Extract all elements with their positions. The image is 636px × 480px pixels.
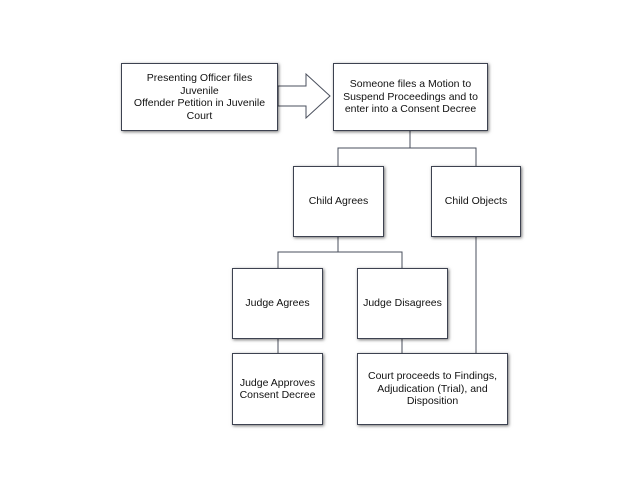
petition-text: Presenting Officer files Juvenile Offend… xyxy=(133,72,266,122)
connector-child-agrees-to-judge-disagrees xyxy=(338,251,403,268)
child-agrees-box: Child Agrees xyxy=(293,166,384,237)
judge-approves-text: Judge Approves Consent Decree xyxy=(239,376,316,402)
court-proceeds-text: Court proceeds to Findings, Adjudication… xyxy=(368,370,497,408)
child-objects-text: Child Objects xyxy=(444,195,508,208)
motion-box: Someone files a Motion to Suspend Procee… xyxy=(333,63,488,131)
child-objects-box: Child Objects xyxy=(431,166,521,237)
block-arrow xyxy=(277,72,331,120)
connector-motion-to-child-objects xyxy=(410,147,477,166)
connector-child-agrees-to-judge-agrees xyxy=(277,237,339,268)
judge-agrees-text: Judge Agrees xyxy=(245,297,310,310)
judge-approves-box: Judge Approves Consent Decree xyxy=(232,353,323,425)
judge-agrees-box: Judge Agrees xyxy=(232,268,323,339)
petition-box: Presenting Officer files Juvenile Offend… xyxy=(121,63,278,131)
judge-disagrees-box: Judge Disagrees xyxy=(357,268,448,339)
connector-motion-to-children xyxy=(337,131,411,166)
court-proceeds-box: Court proceeds to Findings, Adjudication… xyxy=(357,353,508,425)
motion-text: Someone files a Motion to Suspend Procee… xyxy=(343,78,478,116)
judge-disagrees-text: Judge Disagrees xyxy=(363,297,442,310)
child-agrees-text: Child Agrees xyxy=(308,195,369,208)
